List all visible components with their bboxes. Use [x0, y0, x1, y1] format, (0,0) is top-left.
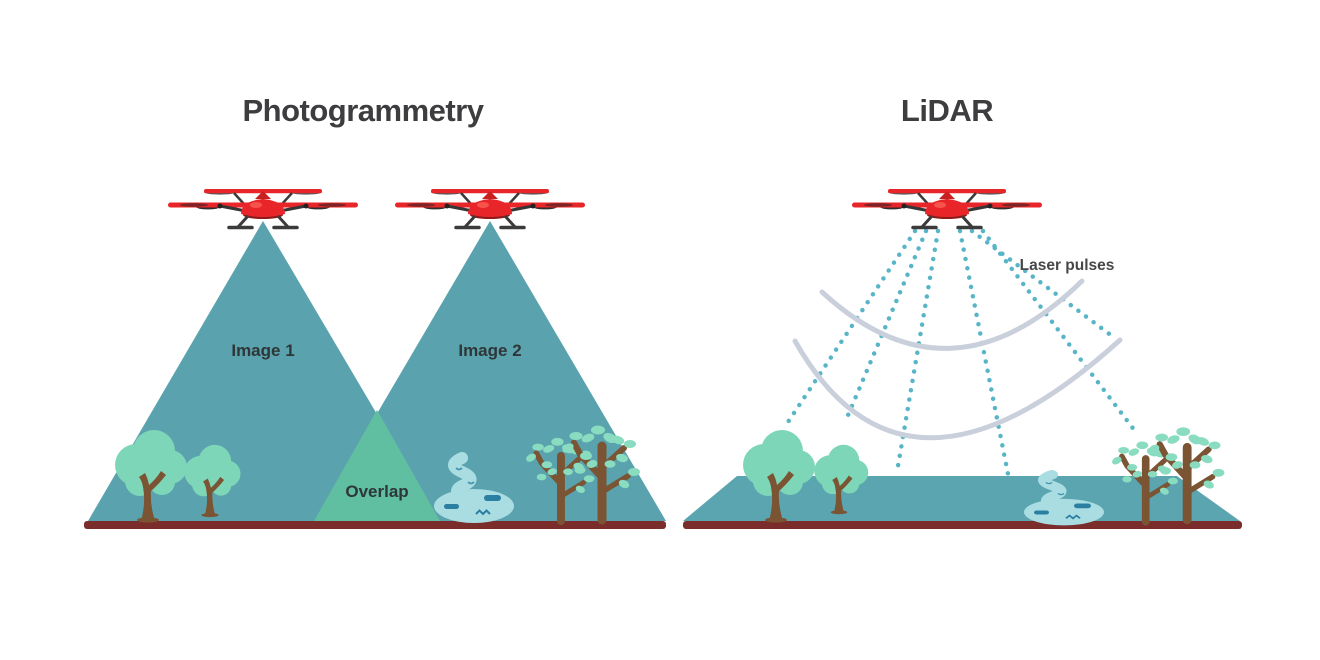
image1-label: Image 1	[231, 341, 294, 360]
laser-ray-group	[783, 228, 1138, 477]
echo-arc-group	[792, 278, 1123, 441]
laser-ray-dotted	[783, 228, 918, 428]
ground-line-right	[683, 521, 1242, 529]
lidar-title: LiDAR	[901, 93, 993, 128]
laser-ray-dotted	[843, 228, 929, 423]
photogrammetry-title: Photogrammetry	[242, 93, 484, 128]
laser-ray-dotted	[957, 228, 1011, 477]
camera-cone-image1	[88, 221, 440, 521]
overlap-region	[314, 410, 440, 521]
overlap-label: Overlap	[345, 482, 408, 501]
laser-ray-dotted	[969, 228, 1115, 339]
echo-arc	[819, 278, 1085, 351]
laser-ray-dotted	[894, 228, 941, 475]
laser-pulses-label: Laser pulses	[1020, 257, 1115, 274]
laser-ray-dotted	[980, 228, 1138, 434]
echo-arc	[792, 337, 1123, 441]
drone-icon	[850, 187, 1044, 230]
ground-line-left	[84, 521, 666, 529]
image2-label: Image 2	[458, 341, 521, 360]
